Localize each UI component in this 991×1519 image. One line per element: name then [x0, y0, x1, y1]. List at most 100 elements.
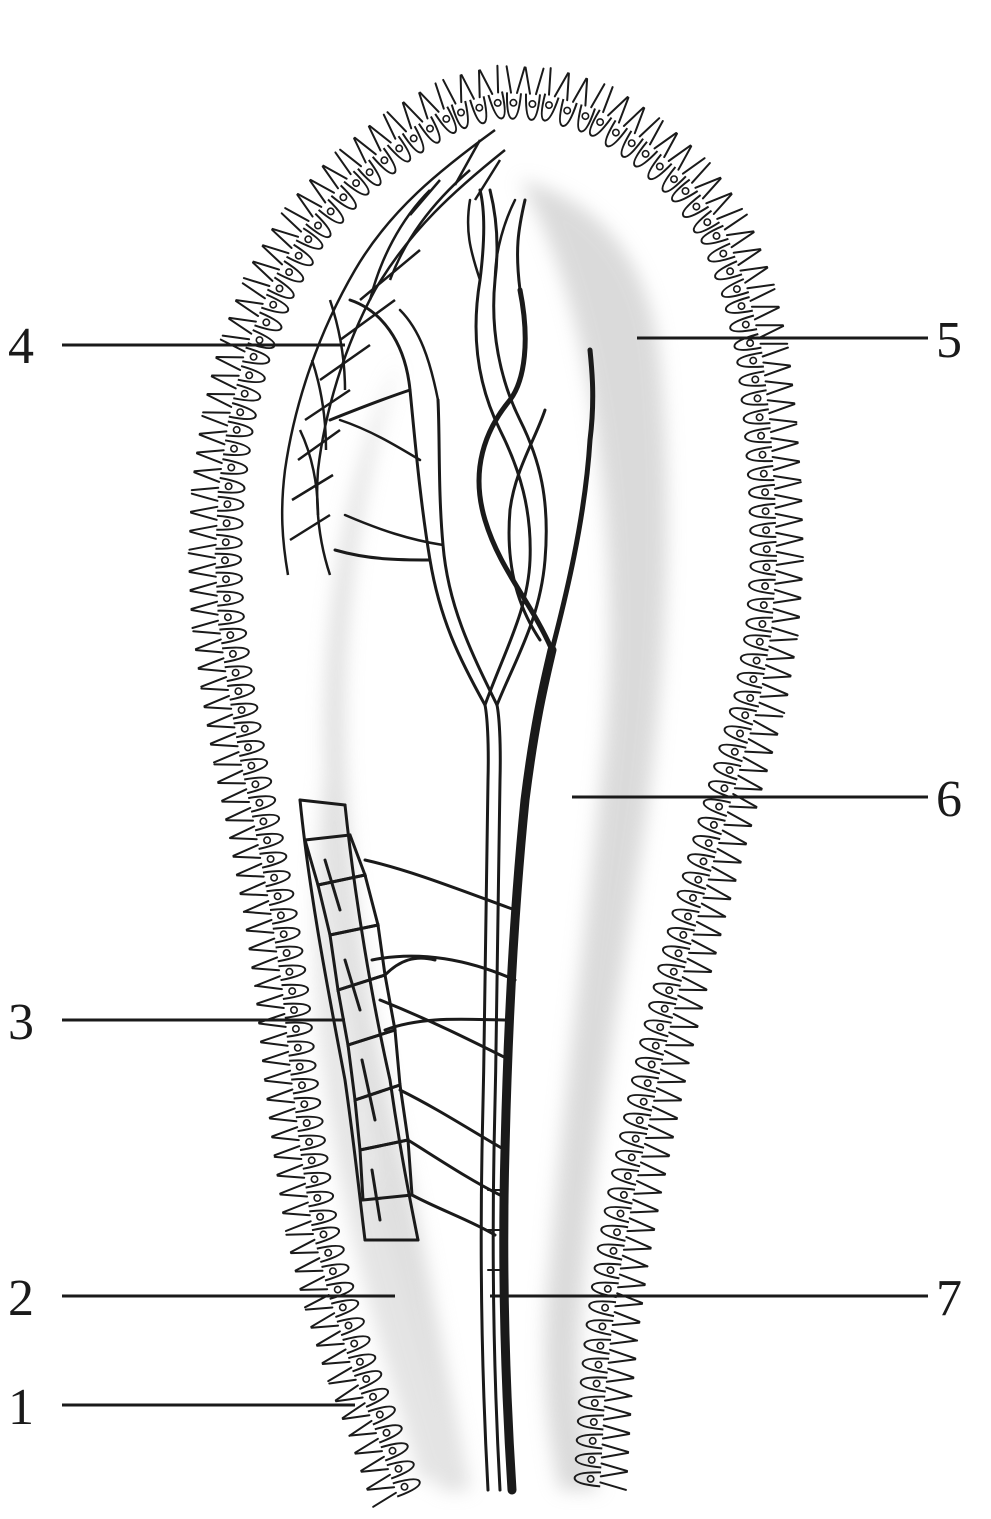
- cell-nucleus: [727, 268, 733, 274]
- microvillus-stroke: [728, 812, 751, 825]
- cell-nucleus: [309, 1157, 315, 1163]
- microvillus-stroke: [607, 1378, 634, 1381]
- cell-body: [658, 965, 685, 981]
- cell-nucleus: [753, 657, 759, 663]
- microvillus-stroke: [247, 931, 274, 933]
- microvillus-stroke: [610, 1350, 635, 1359]
- cell-body: [381, 1443, 408, 1460]
- label-5: 5: [936, 312, 962, 369]
- epithelial-cell: [744, 409, 771, 423]
- microvillus-stroke: [277, 1165, 302, 1175]
- microvillus-stroke: [649, 1125, 673, 1136]
- cell-nucleus: [602, 1305, 608, 1311]
- microvillus-stroke: [769, 647, 794, 657]
- microvillus-stroke: [776, 533, 802, 538]
- cell-nucleus: [546, 102, 552, 108]
- cell-body: [393, 1479, 420, 1496]
- microvillus-stroke: [507, 66, 511, 92]
- cell-body: [663, 946, 690, 962]
- cell-nucleus: [613, 129, 619, 135]
- microvillus-stroke: [624, 1249, 651, 1250]
- epithelial-cell: [738, 673, 765, 688]
- microvillus-stroke: [606, 1388, 631, 1397]
- microvillus-stroke: [241, 894, 268, 895]
- lamina-propria: [316, 180, 667, 1490]
- microvillus-stroke: [205, 707, 232, 709]
- cell-nucleus: [759, 621, 765, 627]
- cell-body: [375, 1425, 402, 1442]
- microvillus-stroke: [615, 1312, 640, 1322]
- cell-nucleus: [625, 1173, 631, 1179]
- microvillus-stroke: [222, 789, 246, 800]
- cell-nucleus: [754, 395, 760, 401]
- epithelial-cell: [668, 928, 695, 944]
- microvillus-stroke: [263, 1052, 288, 1061]
- cell-nucleus: [590, 1438, 596, 1444]
- epithelial-cell: [624, 1114, 651, 1130]
- epithelial-cell: [306, 1192, 333, 1207]
- cell-nucleus: [395, 1466, 401, 1472]
- microvillus-stroke: [244, 912, 271, 914]
- epithelial-cell: [698, 818, 725, 835]
- microvillus-stroke: [658, 1082, 685, 1083]
- microvillus-stroke: [261, 1042, 288, 1045]
- epithelial-cell: [361, 1389, 388, 1407]
- epithelial-cell: [322, 1264, 349, 1280]
- epithelial-cell: [223, 440, 250, 455]
- microvillus-stroke: [252, 957, 277, 967]
- epithelial-cell: [226, 422, 253, 437]
- microvillus-stroke: [190, 572, 216, 577]
- cell-body: [354, 1371, 381, 1389]
- epithelial-cell: [632, 1076, 659, 1092]
- microvillus-stroke: [189, 545, 215, 550]
- cell-nucleus: [593, 1380, 599, 1386]
- microvillus-stroke: [317, 1331, 340, 1345]
- microvillus-stroke: [301, 1289, 328, 1290]
- microvillus-stroke: [776, 571, 802, 579]
- cell-nucleus: [666, 987, 672, 993]
- microvillus-stroke: [265, 1081, 292, 1084]
- microvillus-stroke: [627, 1230, 654, 1231]
- microvillus-stroke: [605, 1396, 631, 1401]
- microvillus-stroke: [255, 976, 280, 986]
- epithelial-cell: [737, 353, 764, 367]
- cell-nucleus: [614, 1229, 620, 1235]
- microvillus-stroke: [620, 1275, 645, 1285]
- epithelial-cell: [296, 1117, 323, 1131]
- cell-nucleus: [383, 1430, 389, 1436]
- microvillus-stroke: [694, 935, 721, 936]
- epithelial-cell: [248, 796, 275, 812]
- microvillus-stroke: [214, 752, 239, 762]
- epithelial-cell: [734, 334, 761, 350]
- cell-body: [715, 261, 742, 279]
- cell-nucleus: [675, 950, 681, 956]
- epithelial-cell: [739, 371, 766, 385]
- cell-body: [714, 763, 741, 780]
- epithelial-cell: [304, 1173, 331, 1188]
- cell-nucleus: [315, 222, 321, 228]
- cell-nucleus: [340, 194, 346, 200]
- cell-nucleus: [278, 912, 284, 918]
- microvillus-stroke: [773, 457, 799, 461]
- microvillus-stroke: [756, 715, 783, 716]
- cell-nucleus: [234, 427, 240, 433]
- cell-nucleus: [763, 527, 769, 533]
- cell-nucleus: [283, 950, 289, 956]
- cell-nucleus: [238, 707, 244, 713]
- epithelial-cell: [263, 871, 290, 886]
- epithelial-cell: [282, 985, 309, 999]
- microvillus-stroke: [760, 703, 785, 713]
- epithelial-cell: [218, 611, 244, 625]
- microvillus-stroke: [312, 1326, 339, 1328]
- epithelial-cell: [298, 1136, 325, 1151]
- epithelial-cell: [337, 1318, 364, 1335]
- cell-body: [698, 818, 725, 835]
- epithelial-cell: [560, 99, 577, 126]
- cell-nucleus: [293, 1026, 299, 1032]
- microvillus-stroke: [613, 1323, 640, 1325]
- label-3: 3: [8, 994, 34, 1051]
- cell-body: [470, 96, 486, 123]
- epithelial-cell: [683, 872, 710, 889]
- microvillus-stroke: [615, 1304, 642, 1306]
- cell-nucleus: [263, 319, 269, 325]
